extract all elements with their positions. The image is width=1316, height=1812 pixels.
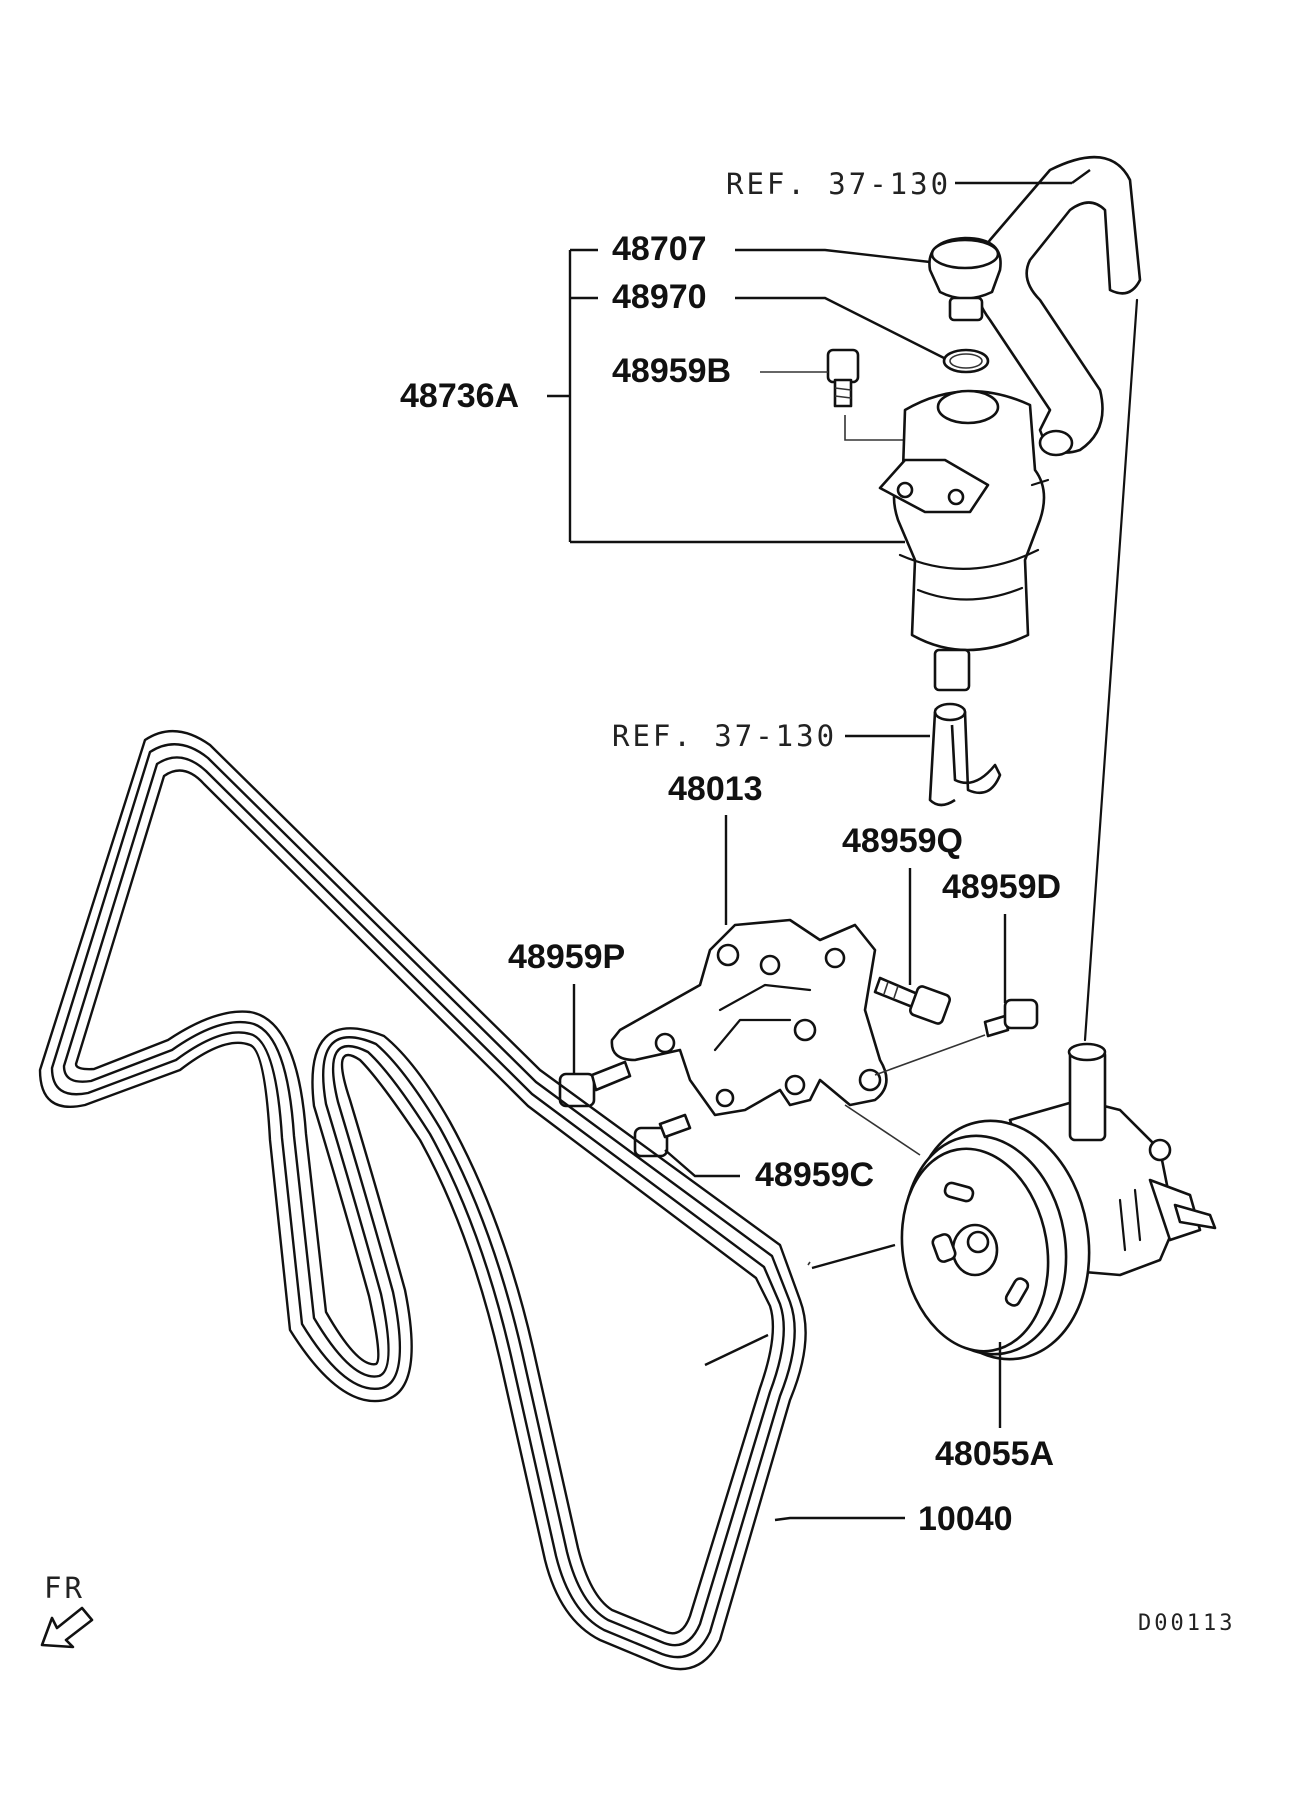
front-direction-indicator: FR	[40, 1571, 94, 1649]
label-48707: 48707	[612, 230, 707, 268]
drawing-code: D00113	[1138, 1611, 1235, 1636]
leader-48970	[735, 296, 945, 360]
power-steering-pump	[1008, 1042, 1217, 1277]
pump-pulley	[900, 1119, 1091, 1361]
label-48959C: 48959C	[755, 1156, 874, 1194]
label-48959Q: 48959Q	[842, 822, 963, 860]
bolt-48959P	[558, 1060, 632, 1108]
label-48736A: 48736A	[400, 377, 519, 415]
leader-10040	[774, 1516, 905, 1522]
label-48959D: 48959D	[942, 868, 1061, 906]
return-hose	[973, 155, 1142, 457]
drive-belt	[38, 729, 807, 1671]
belt-route-line-1	[807, 1261, 811, 1266]
bolt-48959D	[983, 998, 1039, 1038]
belt-route-line-3	[704, 1333, 769, 1367]
label-48959B: 48959B	[612, 352, 731, 390]
reservoir-bolt	[826, 348, 860, 408]
pump-bracket	[610, 918, 888, 1117]
label-48959P: 48959P	[508, 938, 625, 976]
label-48013: 48013	[668, 770, 763, 808]
suction-hose	[928, 702, 1002, 807]
belt-route-line-2	[811, 1243, 896, 1270]
ref-label-top: REF. 37-130	[726, 167, 951, 201]
label-10040: 10040	[918, 1500, 1013, 1538]
leader-48707	[735, 248, 931, 264]
label-48970: 48970	[612, 278, 707, 316]
reservoir-tank	[878, 389, 1050, 692]
leader-48959C	[664, 1149, 740, 1178]
reservoir-cap	[928, 236, 1002, 322]
bolt-48959C	[633, 1113, 692, 1158]
fr-label: FR	[44, 1571, 85, 1605]
pressure-line	[1083, 298, 1139, 1042]
bracket-48736A	[547, 248, 905, 544]
fr-arrow-icon	[40, 1606, 94, 1649]
bolt-48959Q	[873, 976, 951, 1025]
label-48055A: 48055A	[935, 1435, 1054, 1473]
ref-label-mid: REF. 37-130	[612, 719, 837, 753]
